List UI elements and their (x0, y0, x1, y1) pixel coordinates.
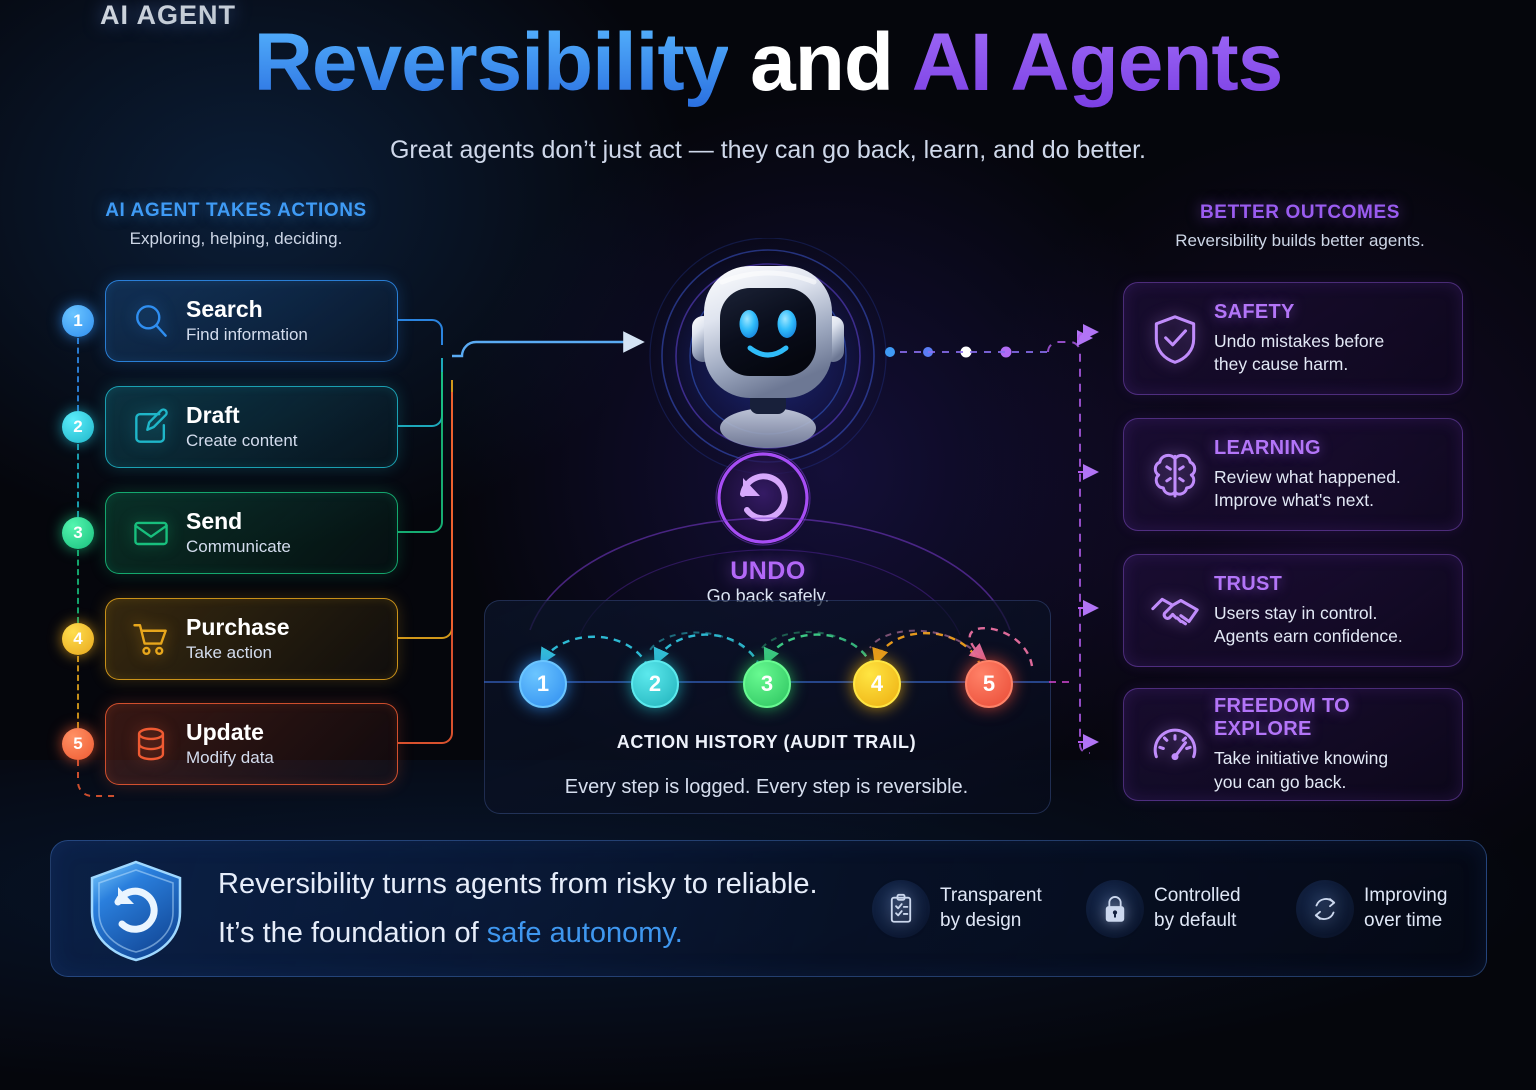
action-history-title: ACTION HISTORY (AUDIT TRAIL) (616, 732, 917, 752)
right-column-heading: BETTER OUTCOMES (1199, 202, 1401, 223)
action-title: Purchase (186, 613, 290, 640)
action-step-badge-1: 1 (62, 305, 94, 337)
timeline-node-2[interactable]: 2 (631, 660, 679, 708)
outcome-desc: Users stay in control. Agents earn confid… (1214, 602, 1403, 648)
step-dash-connector (77, 550, 79, 623)
pill-line-2: over time (1364, 910, 1443, 931)
gauge-icon (1136, 717, 1214, 773)
envelope-icon (120, 505, 182, 561)
outcome-desc-line: Agents earn confidence. (1214, 626, 1403, 646)
outcome-title: LEARNING (1214, 436, 1321, 459)
ai-agent-visual (600, 238, 936, 478)
shield-undo-icon (90, 860, 182, 962)
shopping-cart-icon (120, 611, 182, 667)
pill-line-2: by design (940, 910, 1022, 931)
left-column-subheading: Exploring, helping, deciding. (129, 229, 343, 248)
timeline-node-4[interactable]: 4 (853, 660, 901, 708)
outcome-desc-line: Improve what's next. (1214, 490, 1374, 510)
action-title: Send (186, 507, 243, 534)
action-desc: Communicate (186, 537, 291, 557)
action-title: Draft (186, 401, 240, 428)
summary-banner (50, 840, 1487, 977)
pill-line-1: Controlled (1154, 885, 1241, 907)
action-step-badge-3: 3 (62, 517, 94, 549)
action-desc: Take action (186, 643, 272, 663)
outcome-desc-line: Users stay in control. (1214, 602, 1378, 623)
right-column-header: BETTER OUTCOMES Reversibility builds bet… (1078, 202, 1522, 251)
outcome-desc-line: you can go back. (1214, 771, 1347, 792)
page-title: Reversibility and AI Agents (0, 22, 1536, 104)
action-step-badge-5: 5 (62, 728, 94, 760)
banner-line-2-pre: It’s the foundation of (218, 917, 487, 949)
banner-pill-controlled: Controlled by default (1086, 880, 1241, 938)
banner-pill-improving: Improving over time (1296, 880, 1447, 938)
banner-line-2: It’s the foundation of safe autonomy. (218, 917, 683, 950)
step-dash-connector (77, 656, 79, 728)
action-title: Update (186, 718, 264, 745)
handshake-icon (1136, 583, 1214, 639)
pill-line-1: Improving (1364, 885, 1448, 907)
outcome-title: TRUST (1214, 572, 1283, 595)
pill-line-2: by default (1154, 910, 1237, 931)
outcome-card-learning[interactable]: LEARNING Review what happened. Improve wha… (1123, 418, 1463, 531)
shield-check-icon (1136, 311, 1214, 367)
step-dash-connector (77, 338, 79, 411)
left-column-heading: AI AGENT TAKES ACTIONS (105, 200, 367, 221)
outcome-desc-line: Undo mistakes before (1214, 330, 1385, 351)
undo-arrow-icon[interactable] (713, 448, 813, 548)
banner-line-1: Reversibility turns agents from risky to… (218, 868, 818, 900)
action-desc: Modify data (186, 748, 274, 768)
action-history-caption: Every step is logged. Every step is reve… (564, 776, 969, 798)
left-column-header: AI AGENT TAKES ACTIONS Exploring, helpin… (14, 200, 458, 249)
step-dash-connector (77, 444, 79, 517)
title-word-and: and (750, 17, 894, 108)
timeline-node-1[interactable]: 1 (519, 660, 567, 708)
outcome-title: FREEDOM TO EXPLORE (1214, 695, 1350, 741)
action-step-badge-2: 2 (62, 411, 94, 443)
outcome-desc-line: they cause harm. (1214, 354, 1349, 374)
title-word-reversibility: Reversibility (253, 17, 730, 108)
clipboard-check-icon (872, 880, 930, 938)
outcome-desc: Undo mistakes before they cause harm. (1214, 330, 1384, 376)
outcome-card-safety[interactable]: SAFETY Undo mistakes before they cause har… (1123, 282, 1463, 395)
timeline-node-3[interactable]: 3 (743, 660, 791, 708)
brain-icon (1136, 447, 1214, 503)
database-icon (120, 716, 182, 772)
outcome-desc: Review what happened. Improve what's next… (1214, 466, 1401, 512)
lock-icon (1086, 880, 1144, 938)
outcome-title: SAFETY (1214, 300, 1295, 323)
action-desc: Create content (186, 431, 298, 451)
pill-line-1: Transparent (940, 885, 1042, 907)
refresh-cycle-icon (1296, 880, 1354, 938)
outcome-card-trust[interactable]: TRUST Users stay in control. Agents earn c… (1123, 554, 1463, 667)
action-step-badge-4: 4 (62, 623, 94, 655)
banner-line-2-accent: safe autonomy. (486, 917, 683, 949)
pencil-square-icon (120, 399, 182, 455)
right-column-subheading: Reversibility builds better agents. (1175, 231, 1425, 250)
banner-pill-transparent: Transparent by design (872, 880, 1042, 938)
action-desc: Find information (186, 325, 308, 345)
outcome-desc-line: Review what happened. (1214, 466, 1401, 487)
timeline-node-5[interactable]: 5 (965, 660, 1013, 708)
action-title: Search (186, 295, 263, 322)
undo-label: UNDO (730, 557, 806, 585)
page-subtitle: Great agents don’t just act — they can g… (389, 136, 1147, 164)
outcome-card-freedom-to-explore[interactable]: FREEDOM TO EXPLORE Take initiative knowin… (1123, 688, 1463, 801)
outcome-desc-line: Take initiative knowing (1214, 748, 1389, 769)
title-word-ai-agents: AI Agents (911, 17, 1284, 108)
magnifier-icon (120, 293, 182, 349)
robot-head-icon (692, 266, 844, 448)
